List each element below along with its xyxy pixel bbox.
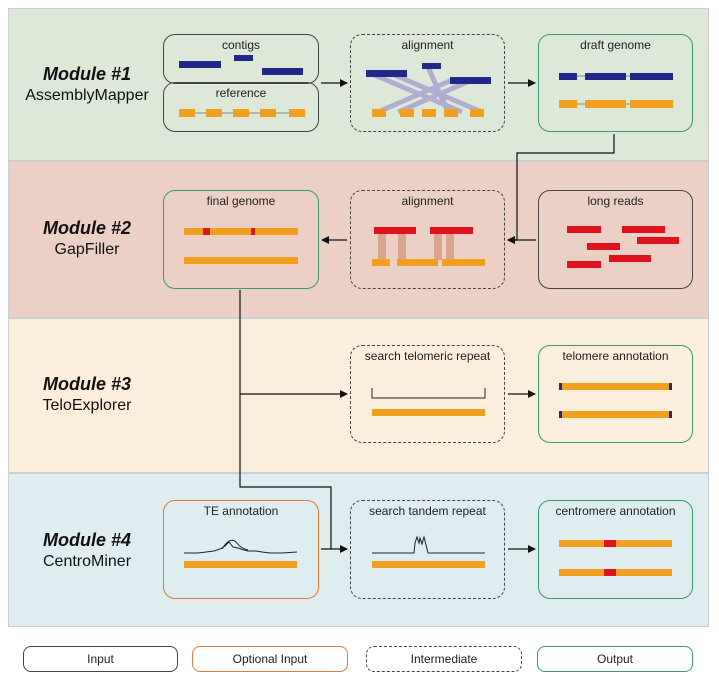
telomere-annotation-glyph bbox=[559, 383, 672, 418]
search-telomeric-label: search telomeric repeat bbox=[364, 349, 491, 363]
long-reads-box: long reads bbox=[538, 190, 693, 289]
contigs-glyph bbox=[179, 55, 303, 75]
connector-final-genome-down bbox=[239, 290, 332, 549]
search-tandem-glyph bbox=[372, 535, 485, 568]
legend-optional-input: Optional Input bbox=[192, 646, 348, 672]
module-2-number: Module #2 bbox=[42, 218, 131, 238]
contigs-label: contigs bbox=[221, 38, 261, 52]
draft-genome-glyph bbox=[559, 73, 673, 108]
reference-label: reference bbox=[215, 86, 267, 100]
legend-output: Output bbox=[537, 646, 693, 672]
alignment-1-glyph bbox=[366, 63, 491, 117]
centromere-annotation-glyph bbox=[559, 540, 672, 576]
final-genome-label: final genome bbox=[206, 194, 276, 208]
module-4-title: Module #4 CentroMiner bbox=[12, 530, 162, 571]
module-4-number: Module #4 bbox=[42, 530, 131, 550]
long-reads-glyph bbox=[567, 226, 679, 268]
te-annotation-label: TE annotation bbox=[203, 504, 279, 518]
module-4-band bbox=[8, 473, 709, 627]
legend-intermediate: Intermediate bbox=[366, 646, 522, 672]
module-3-band bbox=[8, 318, 709, 473]
alignment-1-label: alignment bbox=[401, 38, 454, 52]
module-1-name: AssemblyMapper bbox=[25, 87, 149, 104]
connector-draft-to-alignment2 bbox=[510, 134, 615, 241]
module-3-title: Module #3 TeloExplorer bbox=[12, 374, 162, 415]
module-3-name: TeloExplorer bbox=[42, 397, 132, 414]
module-4-name: CentroMiner bbox=[42, 553, 132, 570]
alignment-1-box: alignment bbox=[350, 34, 505, 132]
module-1-number: Module #1 bbox=[42, 64, 131, 84]
final-genome-box: final genome bbox=[163, 190, 319, 289]
module-2-name: GapFiller bbox=[54, 241, 120, 258]
long-reads-label: long reads bbox=[587, 194, 644, 208]
alignment-2-box: alignment bbox=[350, 190, 505, 289]
legend-input: Input bbox=[23, 646, 178, 672]
search-tandem-box: search tandem repeat bbox=[350, 500, 505, 599]
search-telomeric-box: search telomeric repeat bbox=[350, 345, 505, 443]
module-1-band bbox=[8, 8, 709, 161]
module-2-title: Module #2 GapFiller bbox=[12, 218, 162, 259]
draft-genome-box: draft genome bbox=[538, 34, 693, 132]
module-1-title: Module #1 AssemblyMapper bbox=[12, 64, 162, 105]
module-3-number: Module #3 bbox=[42, 374, 131, 394]
draft-genome-label: draft genome bbox=[580, 38, 651, 52]
reference-glyph bbox=[179, 109, 305, 117]
centromere-annotation-box: centromere annotation bbox=[538, 500, 693, 599]
module-2-band bbox=[8, 161, 709, 318]
centromere-annotation-label: centromere annotation bbox=[555, 504, 676, 518]
search-telomeric-glyph bbox=[371, 388, 486, 416]
telomere-annotation-box: telomere annotation bbox=[538, 345, 693, 443]
final-genome-glyph bbox=[184, 228, 298, 264]
te-annotation-box: TE annotation bbox=[163, 500, 319, 599]
reference-box: reference bbox=[163, 82, 319, 132]
alignment-2-glyph bbox=[372, 227, 485, 266]
te-annotation-glyph bbox=[184, 539, 298, 568]
contigs-box: contigs bbox=[163, 34, 319, 84]
telomere-annotation-label: telomere annotation bbox=[562, 349, 669, 363]
alignment-2-label: alignment bbox=[401, 194, 454, 208]
search-tandem-label: search tandem repeat bbox=[369, 504, 486, 518]
